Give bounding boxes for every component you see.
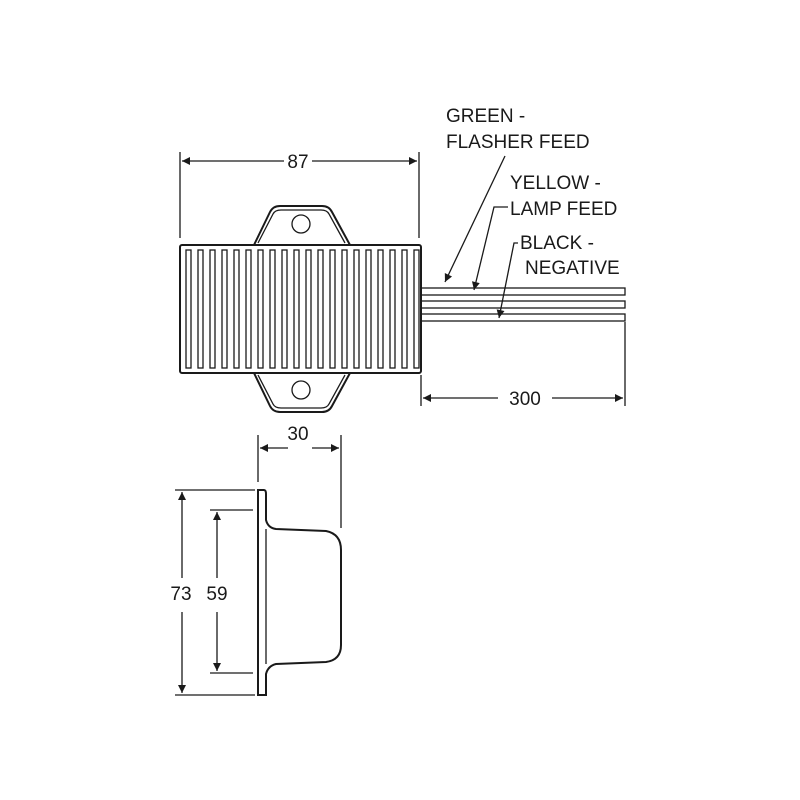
heat-sink-fin (305, 249, 312, 369)
heat-sink-fin (377, 249, 384, 369)
body-height-label: 59 (206, 584, 227, 605)
wire-labels: GREEN - FLASHER FEED YELLOW - LAMP FEED … (444, 106, 620, 319)
heat-sink-fin (185, 249, 192, 369)
heat-sink-fin (413, 249, 420, 369)
heat-sink-fin (209, 249, 216, 369)
length-label: 87 (287, 152, 308, 173)
heat-sink-fin (317, 249, 324, 369)
heat-sink-fin (329, 249, 336, 369)
heat-sink-fin (389, 249, 396, 369)
black-function: NEGATIVE (525, 258, 620, 279)
heat-sink-fin (401, 249, 408, 369)
heat-sink-fin (257, 249, 264, 369)
mounting-hole (291, 214, 311, 234)
unit-top-view (179, 205, 422, 413)
mounting-hole (291, 380, 311, 400)
heat-sink-fin (269, 249, 276, 369)
green-label: GREEN - (446, 106, 525, 127)
unit-side-view: 30 73 59 (170, 424, 342, 696)
heat-sink-fin (197, 249, 204, 369)
yellow-label: YELLOW - (510, 173, 601, 194)
length-dimension: 87 (179, 152, 420, 238)
wires (420, 287, 626, 322)
heat-sink-fin (281, 249, 288, 369)
green-function: FLASHER FEED (446, 132, 590, 153)
yellow-function: LAMP FEED (510, 199, 617, 220)
wire-length-label: 300 (509, 389, 541, 410)
heat-sink-fin (341, 249, 348, 369)
heat-sink-fin (293, 249, 300, 369)
heat-sink-fin (353, 249, 360, 369)
black-label: BLACK - (520, 233, 594, 254)
heat-sink-fin (365, 249, 372, 369)
depth-label: 30 (287, 424, 308, 445)
overall-height-label: 73 (170, 584, 191, 605)
heat-sink-fin (245, 249, 252, 369)
heat-sink-fin (221, 249, 228, 369)
wire-length-dimension: 300 (420, 322, 626, 410)
heat-sink-fin (233, 249, 240, 369)
